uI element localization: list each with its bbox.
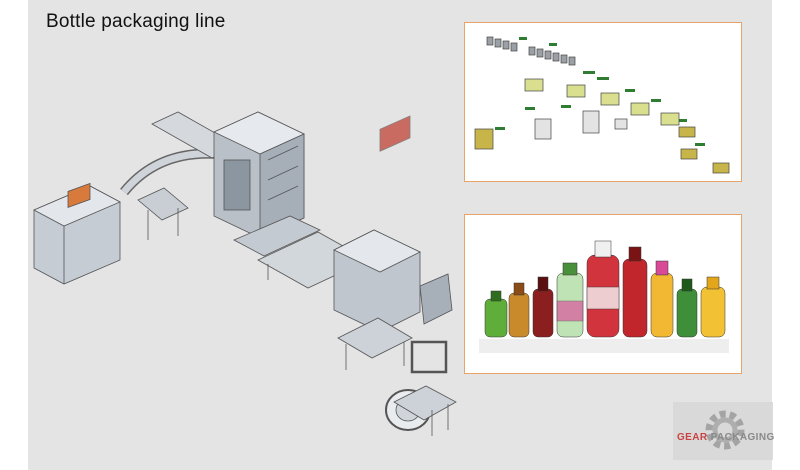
carton-flow-diagram	[474, 36, 730, 174]
bottles-photo-panel	[464, 214, 742, 374]
slide: Bottle packaging line	[28, 0, 772, 470]
gear-packaging-logo: GEAR PACKAGING	[673, 402, 775, 460]
slide-title: Bottle packaging line	[46, 11, 226, 32]
packaging-line-illustration	[33, 111, 457, 436]
flow-diagram-panel	[464, 22, 742, 182]
bottle-products-illustration	[479, 240, 729, 353]
logo-text-gear: GEAR	[677, 432, 708, 443]
gear-icon	[705, 410, 745, 450]
logo-wordmark: GEAR PACKAGING	[677, 432, 775, 443]
logo-text-packaging: PACKAGING	[707, 432, 775, 443]
